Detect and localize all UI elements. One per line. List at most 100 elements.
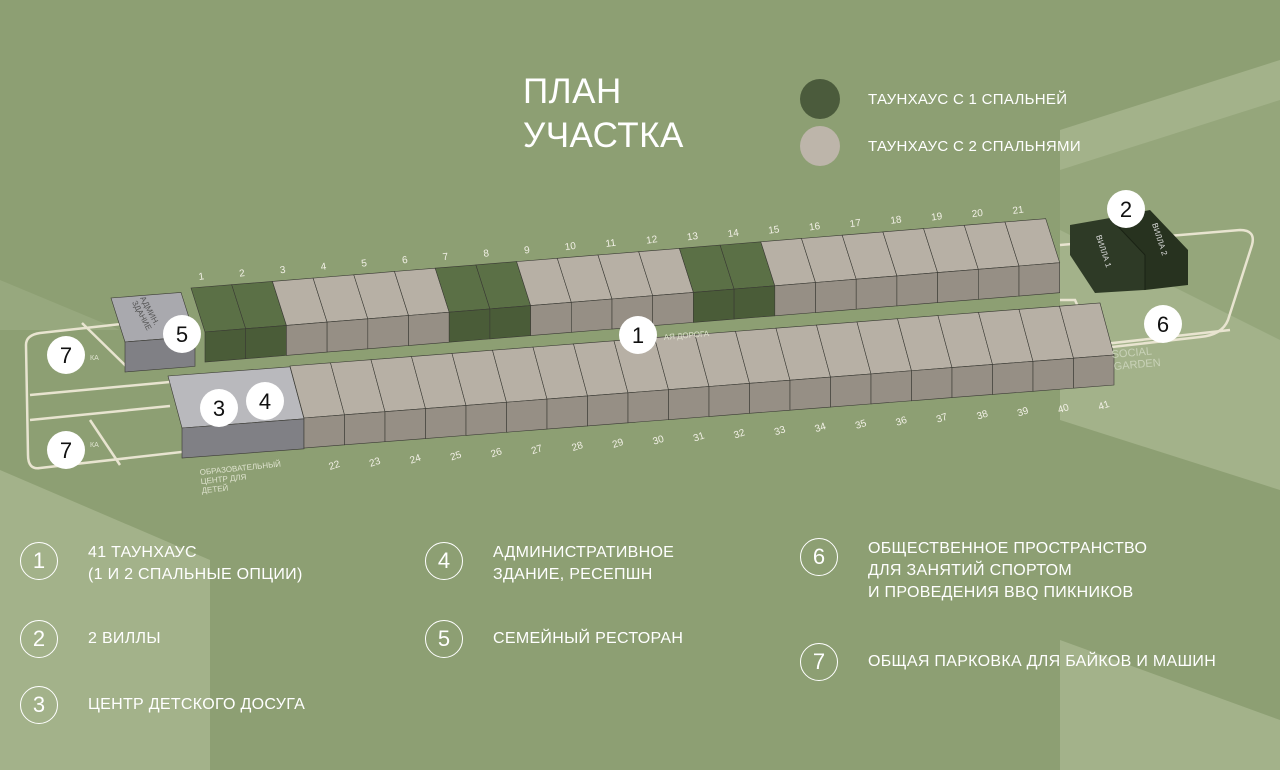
legend-two-bedroom: ТАУНХАУС С 2 СПАЛЬНЯМИ <box>800 126 1081 166</box>
unit-label-13: 13 <box>686 231 699 244</box>
svg-text:2: 2 <box>1120 197 1132 222</box>
road-label: АЯ ДОРОГА <box>663 329 710 342</box>
marker-6: 6 <box>1144 305 1182 343</box>
townhouse-unit-29 <box>573 340 629 427</box>
townhouse-unit-19 <box>923 224 979 303</box>
unit-label-12: 12 <box>646 234 659 247</box>
svg-text:3: 3 <box>213 396 225 421</box>
key-item-3: 3 ЦЕНТР ДЕТСКОГО ДОСУГА <box>20 686 305 724</box>
unit-label-28: 28 <box>571 440 585 454</box>
marker-3: 3 <box>200 389 238 427</box>
key-number: 2 <box>20 620 58 658</box>
key-number: 5 <box>425 620 463 658</box>
unit-label-27: 27 <box>530 443 544 457</box>
townhouse-unit-17 <box>841 231 898 310</box>
marker-2: 2 <box>1107 190 1145 228</box>
townhouse-unit-8 <box>475 261 532 340</box>
unit-label-25: 25 <box>449 449 463 463</box>
unit-label-18: 18 <box>890 214 903 227</box>
unit-label-21: 21 <box>1012 204 1025 217</box>
unit-label-7: 7 <box>442 251 449 263</box>
townhouse-unit-11 <box>597 251 654 330</box>
unit-label-40: 40 <box>1057 402 1071 416</box>
marker-4: 4 <box>246 382 284 420</box>
key-number: 1 <box>20 542 58 580</box>
kids-center-label: ОБРАЗОВАТЕЛЬНЫЙЦЕНТР ДЛЯДЕТЕЙ <box>199 459 283 495</box>
townhouse-unit-16 <box>801 234 857 313</box>
parking-label-1: КА <box>90 355 99 362</box>
townhouse-unit-25 <box>411 353 467 439</box>
unit-label-30: 30 <box>652 434 666 448</box>
townhouse-unit-31 <box>654 334 710 420</box>
townhouse-unit-26 <box>451 349 507 436</box>
townhouse-unit-32 <box>694 331 750 417</box>
unit-label-37: 37 <box>935 412 949 426</box>
unit-label-11: 11 <box>605 238 617 250</box>
unit-label-23: 23 <box>368 456 382 470</box>
key-number: 3 <box>20 686 58 724</box>
townhouse-unit-35 <box>816 321 872 408</box>
townhouse-unit-15 <box>760 238 816 317</box>
townhouse-unit-37 <box>897 315 953 402</box>
key-number: 6 <box>800 538 838 576</box>
townhouse-unit-1 <box>190 284 247 363</box>
townhouse-unit-41 <box>1059 302 1115 389</box>
marker-5: 5 <box>163 315 201 353</box>
townhouse-unit-22 <box>289 362 345 449</box>
unit-label-10: 10 <box>564 241 577 254</box>
townhouse-unit-12 <box>638 248 694 327</box>
unit-label-35: 35 <box>854 418 868 432</box>
unit-label-6: 6 <box>401 255 408 267</box>
parking-label-2: КА <box>90 442 99 449</box>
title-line-1: ПЛАН <box>523 72 622 111</box>
svg-text:7: 7 <box>60 343 72 368</box>
svg-text:1: 1 <box>632 323 644 348</box>
townhouse-unit-7 <box>434 264 491 343</box>
unit-label-1: 1 <box>198 271 205 283</box>
garden-label-2: GARDEN <box>1113 357 1161 373</box>
townhouse-unit-23 <box>330 359 386 446</box>
key-text: ЦЕНТР ДЕТСКОГО ДОСУГА <box>88 696 306 713</box>
page-title: ПЛАН УЧАСТКА <box>523 70 684 158</box>
key-text: ОБЩЕСТВЕННОЕ ПРОСТРАНСТВО ДЛЯ ЗАНЯТИЙ СП… <box>868 540 1148 601</box>
marker-7: 7 <box>47 336 85 374</box>
villas: ВИЛЛА 1 ВИЛЛА 2 <box>1070 210 1188 293</box>
unit-label-4: 4 <box>320 261 327 273</box>
garden-label-1: SOCIAL <box>1111 346 1152 361</box>
unit-label-32: 32 <box>733 427 747 441</box>
unit-label-20: 20 <box>971 208 984 221</box>
key-item-6: 6 ОБЩЕСТВЕННОЕ ПРОСТРАНСТВО ДЛЯ ЗАНЯТИЙ С… <box>800 538 1147 604</box>
townhouse-unit-13 <box>678 244 735 323</box>
townhouse-unit-9 <box>516 257 572 336</box>
townhouse-unit-39 <box>978 308 1034 395</box>
unit-label-15: 15 <box>768 224 781 237</box>
unit-label-16: 16 <box>808 221 821 234</box>
unit-label-39: 39 <box>1016 405 1030 419</box>
townhouse-unit-30 <box>613 337 669 424</box>
legend-label: ТАУНХАУС С 2 СПАЛЬНЯМИ <box>868 137 1081 155</box>
svg-text:7: 7 <box>60 438 72 463</box>
svg-text:6: 6 <box>1157 312 1169 337</box>
key-number: 4 <box>425 542 463 580</box>
key-text: 2 ВИЛЛЫ <box>88 630 161 647</box>
unit-label-36: 36 <box>895 415 909 429</box>
svg-text:4: 4 <box>259 389 271 414</box>
unit-label-19: 19 <box>930 211 943 224</box>
unit-label-38: 38 <box>976 408 990 422</box>
legend-one-bedroom: ТАУНХАУС С 1 СПАЛЬНЕЙ <box>800 79 1067 119</box>
townhouse-unit-38 <box>937 312 993 398</box>
unit-label-5: 5 <box>361 258 368 270</box>
townhouse-unit-6 <box>394 267 450 346</box>
legend-swatch-dark <box>800 79 840 119</box>
unit-label-31: 31 <box>692 430 706 444</box>
townhouse-unit-5 <box>353 271 409 350</box>
marker-7: 7 <box>47 431 85 469</box>
key-number: 7 <box>800 643 838 681</box>
townhouse-unit-4 <box>312 274 369 353</box>
legend-swatch-light <box>800 126 840 166</box>
title-line-2: УЧАСТКА <box>523 116 684 155</box>
townhouse-unit-34 <box>775 324 831 411</box>
